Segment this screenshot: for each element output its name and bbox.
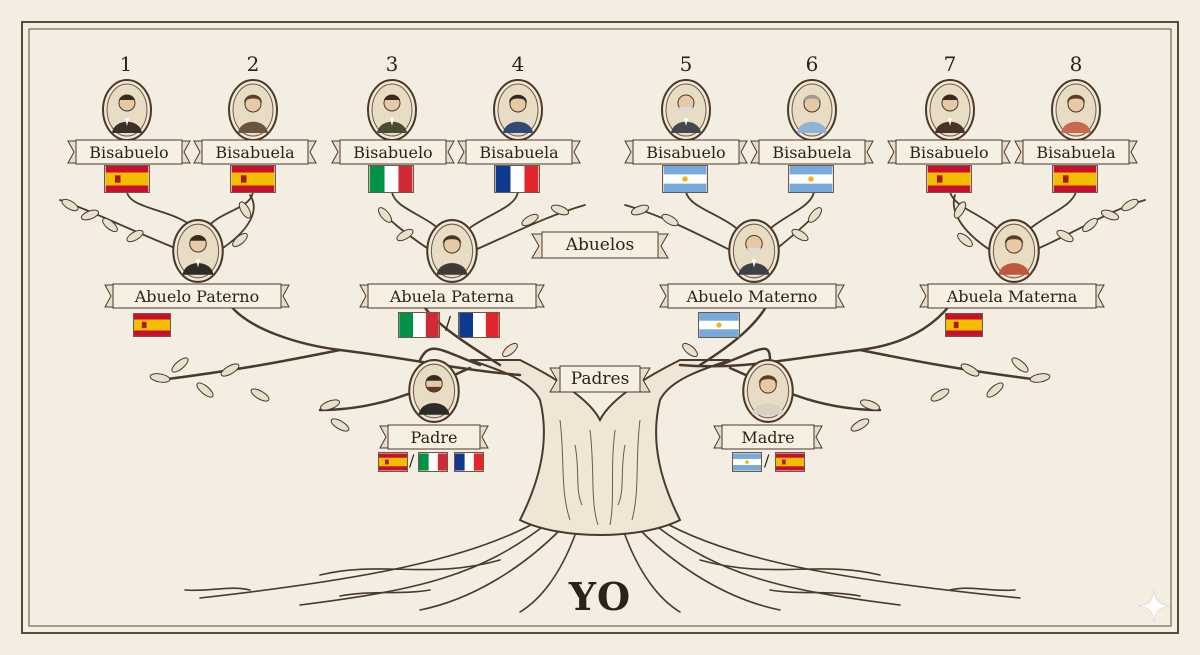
grandparent-banner: Abuela Paterna [358,281,546,311]
portrait-woman [493,79,543,141]
ancestor-number: 1 [119,52,133,76]
portrait-man [102,79,152,141]
portrait-man [728,219,780,283]
portrait-man [925,79,975,141]
ancestor-banner: Bisabuela [749,137,875,167]
portrait-woman [1051,79,1101,141]
spain-flag [230,165,276,193]
spain-flag [133,313,171,337]
generation-label-parents: Padres [548,362,652,396]
ancestor-number: 6 [805,52,819,76]
portrait-woman [742,359,794,423]
italy-flag [398,312,440,338]
ancestor-label: Bisabuela [215,142,295,162]
outer-frame [21,21,1179,634]
ancestor-number: 8 [1069,52,1083,76]
sparkle-icon [1137,589,1171,623]
grandparent-label: Abuelo Paterno [134,286,260,306]
argentina-flag [732,452,762,472]
ancestor-label: Bisabuela [479,142,559,162]
ancestor-banner: Bisabuela [456,137,582,167]
tree-roots [184,519,1021,613]
argentina-flag [788,165,834,193]
portrait-man [661,79,711,141]
grandparent-banner: Abuela Materna [918,281,1106,311]
grandparent-banner: Abuelo Paterno [103,281,291,311]
grandparent-label: Abuela Materna [946,286,1078,306]
grandparent-label: Abuelo Materno [686,286,818,306]
ancestor-label: Bisabuela [1036,142,1116,162]
spain-flag [926,165,972,193]
ancestor-label: Bisabuela [772,142,852,162]
grandparent-banner: Abuelo Materno [658,281,846,311]
ancestor-number: 5 [679,52,693,76]
ancestor-banner: Bisabuela [1013,137,1139,167]
ancestor-number: 3 [385,52,399,76]
ancestor-number: 4 [511,52,525,76]
france-flag [458,312,500,338]
france-flag [494,165,540,193]
ancestor-banner: Bisabuelo [330,137,456,167]
root-label: YO [568,574,632,619]
ancestor-banner: Bisabuelo [623,137,749,167]
ancestor-banner: Bisabuelo [66,137,192,167]
ancestor-label: Bisabuelo [646,142,726,162]
portrait-woman [787,79,837,141]
ancestor-label: Bisabuelo [89,142,169,162]
argentina-flag [662,165,708,193]
ancestor-label: Bisabuelo [353,142,433,162]
portrait-man [367,79,417,141]
grandparent-label: Abuela Paterna [389,286,515,306]
ancestor-number: 2 [246,52,260,76]
spain-flag [775,452,805,472]
spain-flag [1052,165,1098,193]
portrait-man [172,219,224,283]
italy-flag [418,452,448,472]
inner-frame [28,28,1172,627]
trunk-texture [559,419,641,526]
portrait-woman [228,79,278,141]
portrait-man [408,359,460,423]
spain-flag [945,313,983,337]
ancestor-banner: Bisabuelo [886,137,1012,167]
portrait-woman [988,219,1040,283]
argentina-flag [698,312,740,338]
italy-flag [368,165,414,193]
tree-leaves [61,198,1139,432]
portrait-woman [426,219,478,283]
spain-flag [104,165,150,193]
parent-label: Madre [741,427,795,447]
parent-banner: Madre [712,422,824,452]
france-flag [454,452,484,472]
ancestor-banner: Bisabuela [192,137,318,167]
flag-separator: / [409,451,415,470]
parent-banner: Padre [378,422,490,452]
flag-separator: / [445,313,452,334]
generation-label-grandparents: Abuelos [530,228,670,262]
ancestor-number: 7 [943,52,957,76]
ancestor-label: Bisabuelo [909,142,989,162]
parent-label: Padre [410,427,458,447]
flag-separator: / [764,451,770,470]
spain-flag [378,452,408,472]
